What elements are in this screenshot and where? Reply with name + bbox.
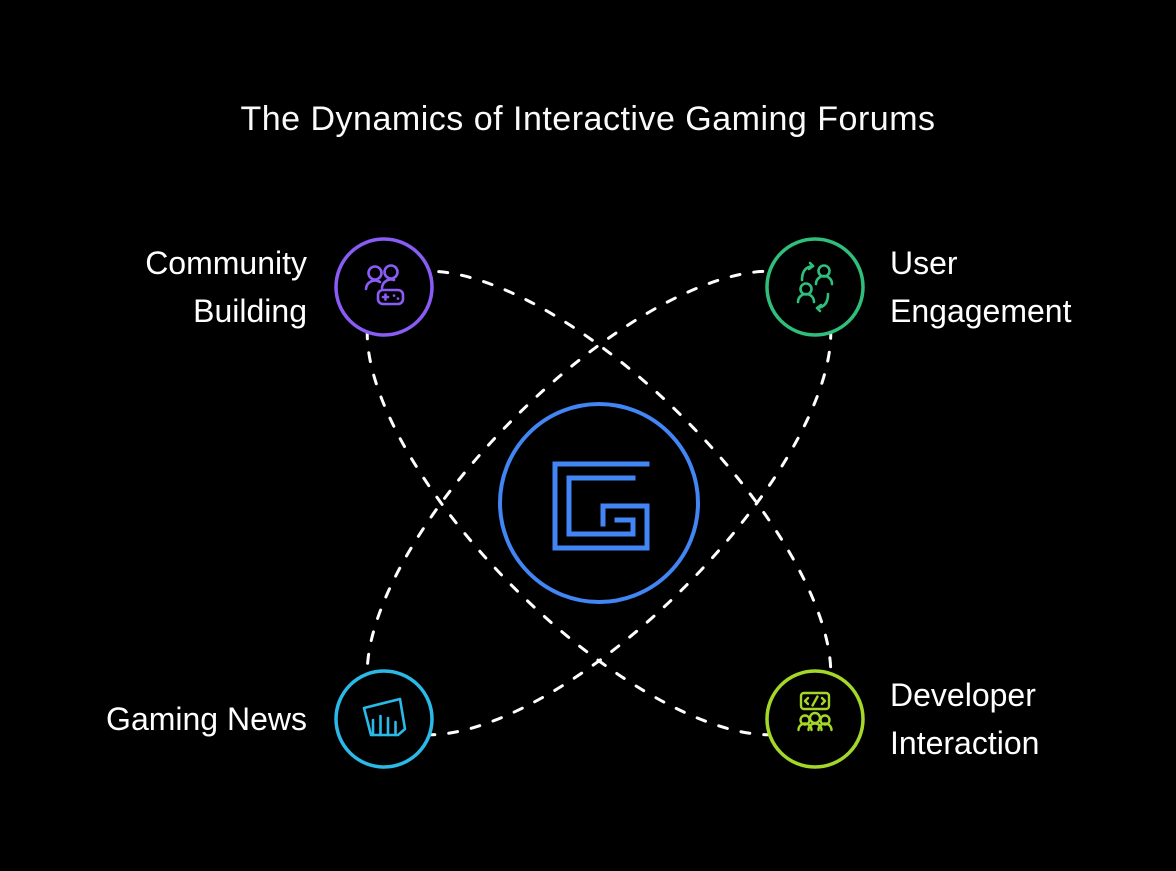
label-line: Gaming News — [106, 701, 307, 737]
label-user-engagement: User Engagement — [890, 239, 1071, 335]
developers-code-icon — [797, 691, 833, 732]
label-developer-interaction: Developer Interaction — [890, 671, 1039, 767]
node-developer-interaction — [765, 669, 865, 769]
square-g-logo-icon — [552, 461, 650, 551]
community-circle — [334, 237, 434, 337]
node-user-engagement — [765, 237, 865, 337]
label-community-building: Community Building — [145, 239, 307, 335]
user-engagement-circle — [765, 237, 865, 337]
node-community-building — [334, 237, 434, 337]
node-gaming-news — [334, 669, 434, 769]
user-swap-arrows-icon — [796, 261, 834, 313]
label-line: Interaction — [890, 725, 1040, 761]
label-gaming-news: Gaming News — [106, 695, 307, 743]
community-people-gamepad-icon — [364, 264, 405, 306]
label-line: Community — [145, 245, 307, 281]
center-circle — [498, 402, 700, 604]
label-line: Developer — [890, 677, 1036, 713]
label-line: Engagement — [890, 293, 1072, 329]
gaming-news-circle — [334, 669, 434, 769]
label-line: Building — [193, 293, 307, 329]
developer-interaction-circle — [765, 669, 865, 769]
page-title: The Dynamics of Interactive Gaming Forum… — [240, 100, 936, 138]
center-node — [498, 402, 700, 604]
riot-fist-icon — [362, 697, 407, 737]
label-line: User — [890, 245, 958, 281]
